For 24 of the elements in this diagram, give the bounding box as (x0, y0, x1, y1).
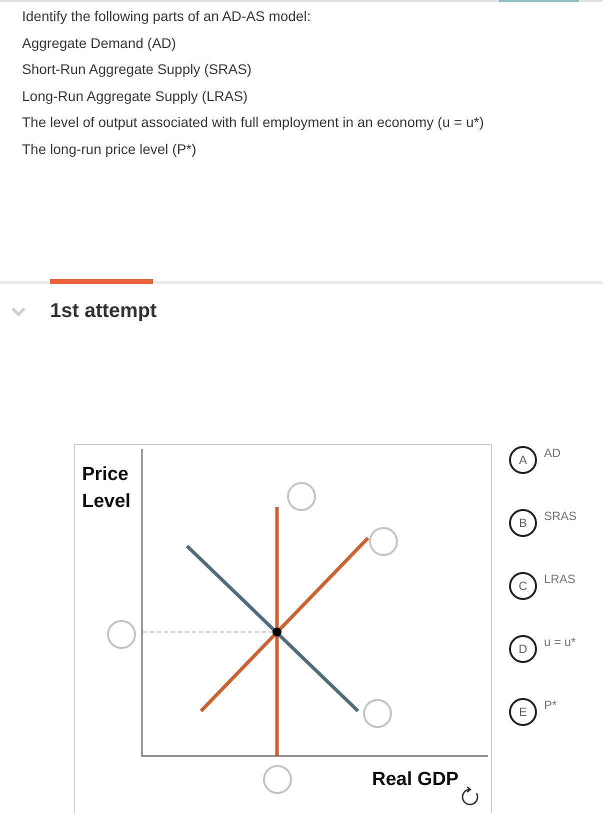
drop-target (362, 698, 392, 728)
choice-letter: E (509, 698, 537, 726)
choice-label: u = u* (544, 635, 576, 649)
choice-letter: D (509, 635, 537, 663)
choice-letter: C (509, 572, 537, 600)
drop-target (286, 482, 316, 510)
question-item-text: Short-Run Aggregate Supply (SRAS) (22, 60, 253, 80)
choice-label: SRAS (544, 509, 577, 523)
choice-label: P* (544, 698, 557, 712)
question-item-text: Aggregate Demand (AD) (22, 34, 178, 53)
x-axis-label: Real GDP (372, 768, 459, 792)
question-item-text: The long-run price level (P*) (22, 140, 198, 159)
question-item-text: The level of output associated with full employment in an economy (u = u*) (22, 113, 484, 132)
question-text: Identify the following parts of an AD-AS model: (22, 7, 312, 26)
question-item-text: Long-Run Aggregate Supply (LRAS) (22, 86, 249, 106)
drop-target (106, 620, 136, 648)
y-axis-label: Price Level (82, 463, 132, 514)
choice-letter: A (509, 446, 537, 474)
choice-label: LRAS (544, 572, 576, 586)
choice-label: AD (544, 446, 561, 460)
drop-target (262, 764, 292, 794)
drop-target (368, 526, 398, 556)
attempt-heading: 1st attempt (50, 299, 157, 323)
choice-letter: B (509, 509, 537, 537)
